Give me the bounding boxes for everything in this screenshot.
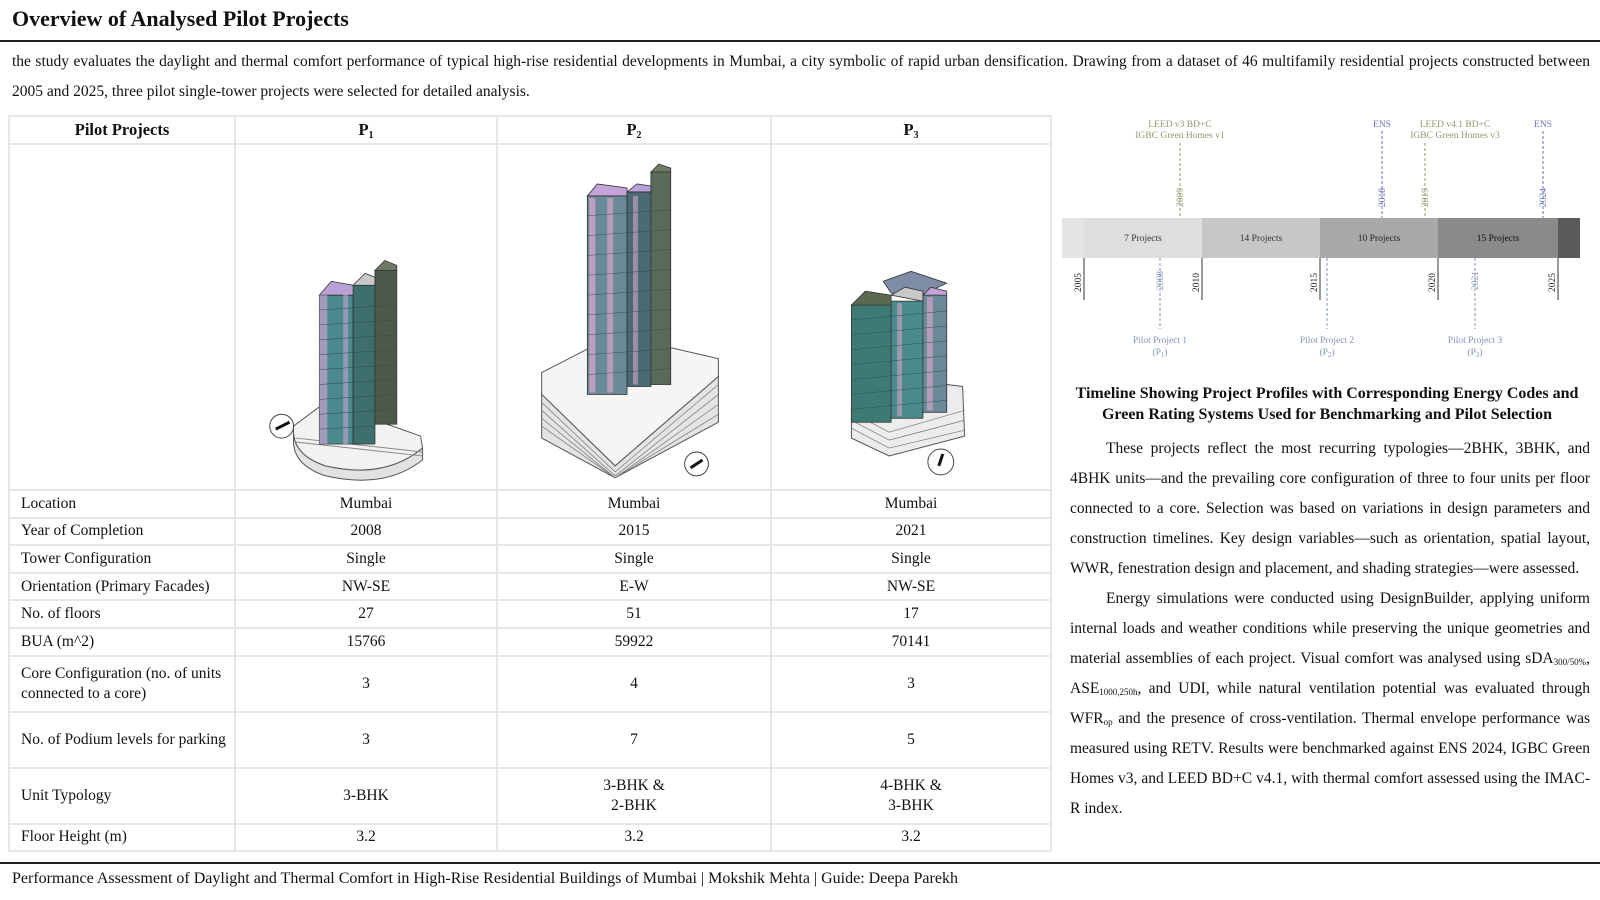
cell-p1-location: Mumbai	[234, 489, 498, 519]
body-text: These projects reflect the most recurrin…	[1070, 434, 1590, 824]
header-p2: P2	[496, 115, 772, 145]
cell-p1-podium: 3	[234, 710, 498, 769]
bar-tail	[1558, 218, 1580, 258]
code-ens-2018: ENS	[1373, 120, 1391, 130]
cell-p1-year: 2008	[234, 516, 498, 547]
cell-p3-year: 2021	[770, 516, 1052, 547]
year-2020: 2020	[1428, 273, 1438, 292]
pilot-code-1: (P1)	[1152, 347, 1167, 359]
pilot-label-3: Pilot Project 3	[1448, 336, 1503, 346]
cell-p1-typology: 3-BHK	[234, 766, 498, 825]
pilot-year-2008: 2008	[1156, 271, 1166, 290]
pilot-year-2021: 2021	[1471, 271, 1481, 290]
cell-p2-year: 2015	[496, 516, 772, 547]
segment-2005-2010	[1084, 218, 1202, 258]
cell-p3-floors: 17	[770, 599, 1052, 629]
building-p2-cell	[496, 143, 772, 491]
year-2005: 2005	[1074, 273, 1084, 292]
row-label-tower: Tower Configuration	[8, 544, 236, 574]
segment-label-2: 14 Projects	[1240, 234, 1283, 244]
row-label-floor-height: Floor Height (m)	[8, 822, 236, 853]
building-p3-illustration	[850, 270, 966, 476]
cell-p2-tower: Single	[496, 544, 772, 574]
code-igbc-v3: IGBC Green Homes v3	[1410, 131, 1500, 141]
intro-paragraph: the study evaluates the daylight and the…	[12, 53, 1590, 100]
building-p3-cell	[770, 143, 1052, 491]
segment-label-1: 7 Projects	[1124, 234, 1162, 244]
footer-text: Performance Assessment of Daylight and T…	[12, 870, 958, 887]
cell-p3-core: 3	[770, 654, 1052, 713]
body-paragraph-1: These projects reflect the most recurrin…	[1070, 440, 1590, 577]
cell-p2-orientation: E-W	[496, 571, 772, 602]
bar-lead	[1062, 218, 1084, 258]
cell-p2-floor-height: 3.2	[496, 822, 772, 853]
row-label-year: Year of Completion	[8, 516, 236, 547]
building-p1-cell	[234, 143, 498, 491]
pilot-label-1: Pilot Project 1	[1133, 336, 1188, 346]
code-leed-v3: LEED v3 BD+C	[1148, 120, 1211, 130]
segment-2010-2015	[1202, 218, 1320, 258]
cell-p1-bua: 15766	[234, 626, 498, 657]
cell-p1-core: 3	[234, 654, 498, 713]
cell-p1-floor-height: 3.2	[234, 822, 498, 853]
row-label-core: Core Configuration (no. of units connect…	[8, 654, 236, 713]
pilot-label-2: Pilot Project 2	[1300, 336, 1355, 346]
year-label-2018: 2018	[1378, 188, 1388, 207]
year-2025: 2025	[1548, 273, 1558, 292]
cell-p2-bua: 59922	[496, 626, 772, 657]
year-2010: 2010	[1192, 273, 1202, 292]
code-igbc-v1: IGBC Green Homes v1	[1135, 131, 1225, 141]
pilot-projects-table: Pilot Projects P1 P2 P3	[8, 115, 1052, 853]
code-ens-2024: ENS	[1534, 120, 1552, 130]
cell-p1-orientation: NW-SE	[234, 571, 498, 602]
cell-p2-typology: 3-BHK &2-BHK	[496, 766, 772, 825]
cell-p2-location: Mumbai	[496, 489, 772, 519]
cell-p3-bua: 70141	[770, 626, 1052, 657]
row-label-floors: No. of floors	[8, 599, 236, 629]
project-timeline: LEED v3 BD+C IGBC Green Homes v1 ENS LEE…	[1062, 120, 1580, 359]
code-leed-v41: LEED v4.1 BD+C	[1420, 120, 1491, 130]
header-p1: P1	[234, 115, 498, 145]
cell-p3-podium: 5	[770, 710, 1052, 769]
segment-2020-2025	[1438, 218, 1558, 258]
cell-p3-orientation: NW-SE	[770, 571, 1052, 602]
pilot-code-3: (P3)	[1467, 347, 1482, 359]
year-label-2019: 2019	[1421, 188, 1431, 207]
cell-p1-tower: Single	[234, 544, 498, 574]
segment-2015-2020	[1320, 218, 1438, 258]
cell-p2-core: 4	[496, 654, 772, 713]
body-paragraph-2: Energy simulations were conducted using …	[1070, 590, 1590, 817]
year-label-2024: 2024	[1539, 188, 1549, 207]
row-label-location: Location	[8, 489, 236, 519]
building-p2-illustration	[541, 163, 719, 479]
cell-p3-floor-height: 3.2	[770, 822, 1052, 853]
cell-p1-floors: 27	[234, 599, 498, 629]
cell-p3-location: Mumbai	[770, 489, 1052, 519]
row-label-orientation: Orientation (Primary Facades)	[8, 571, 236, 602]
cell-p2-floors: 51	[496, 599, 772, 629]
cell-p2-podium: 7	[496, 710, 772, 769]
footer-divider	[0, 862, 1600, 864]
segment-label-3: 10 Projects	[1358, 234, 1401, 244]
header-p3: P3	[770, 115, 1052, 145]
pilot-code-2: (P2)	[1319, 347, 1334, 359]
header-pilot-projects: Pilot Projects	[8, 115, 236, 145]
row-label-podium: No. of Podium levels for parking	[8, 710, 236, 769]
cell-p3-typology: 4-BHK &3-BHK	[770, 766, 1052, 825]
row-label-bua: BUA (m^2)	[8, 626, 236, 657]
building-p1-illustration	[269, 259, 424, 481]
image-row-label	[8, 143, 236, 491]
page-title: Overview of Analysed Pilot Projects	[12, 6, 349, 31]
row-label-typology: Unit Typology	[8, 766, 236, 825]
year-2015: 2015	[1310, 273, 1320, 292]
timeline-caption: Timeline Showing Project Profiles with C…	[1075, 385, 1579, 423]
cell-p3-tower: Single	[770, 544, 1052, 574]
segment-label-4: 15 Projects	[1477, 234, 1520, 244]
year-label-2009: 2009	[1176, 188, 1186, 207]
title-divider	[0, 40, 1600, 42]
